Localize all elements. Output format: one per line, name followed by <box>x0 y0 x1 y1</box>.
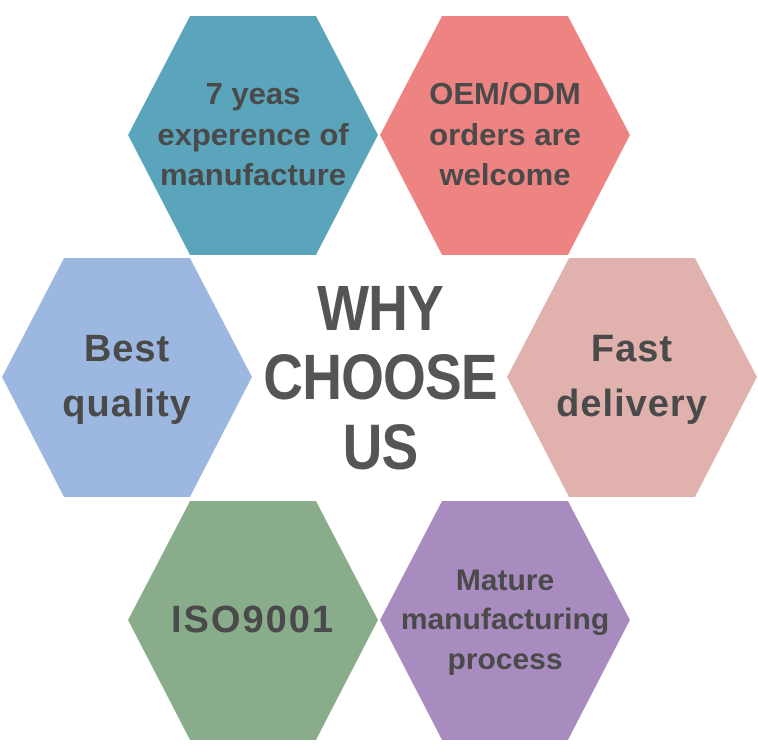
title-line-why: WHY <box>317 272 444 345</box>
hexagon-experience <box>128 16 378 255</box>
title-line-us: US <box>342 410 419 483</box>
hexagon-process <box>380 501 630 740</box>
hexagon-iso <box>128 501 378 740</box>
hexagon-quality <box>2 258 252 497</box>
title-line-choose: CHOOSE <box>263 341 497 414</box>
hexagon-delivery <box>507 258 757 497</box>
hexagon-oem <box>380 16 630 255</box>
center-title: WHY CHOOSE US <box>263 258 497 498</box>
